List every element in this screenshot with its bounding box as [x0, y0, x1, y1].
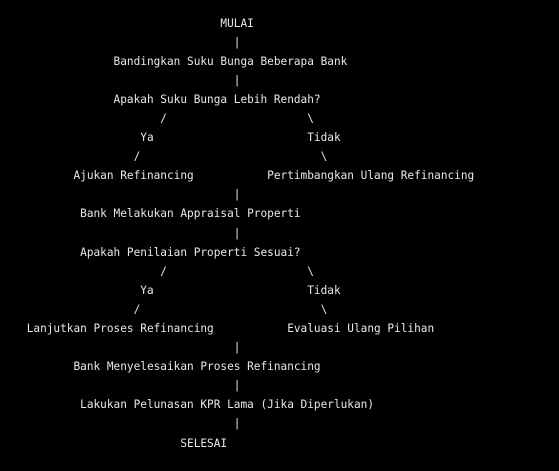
decision-appraisal-match: Apakah Penilaian Properti Sesuai?: [0, 245, 301, 259]
connector-line: |: [0, 188, 241, 202]
node-start: MULAI: [0, 16, 254, 30]
branch-lines: / \: [0, 150, 328, 164]
node-bank-appraisal: Bank Melakukan Appraisal Properti: [0, 207, 301, 221]
branch-labels: Ya Tidak: [0, 131, 341, 145]
connector-line: |: [0, 73, 241, 87]
node-compare-rates: Bandingkan Suku Bunga Beberapa Bank: [0, 54, 348, 68]
connector-line: |: [0, 226, 241, 240]
branch-lines: / \: [0, 302, 328, 316]
ascii-flowchart: MULAI | Bandingkan Suku Bunga Beberapa B…: [0, 14, 475, 453]
connector-line: |: [0, 341, 241, 355]
branch-lines: / \: [0, 111, 314, 125]
branch-labels: Ya Tidak: [0, 283, 341, 297]
node-bank-completes: Bank Menyelesaikan Proses Refinancing: [0, 360, 321, 374]
outcome-nodes-refinancing: Ajukan Refinancing Pertimbangkan Ulang R…: [0, 169, 475, 183]
branch-lines: / \: [0, 264, 314, 278]
node-pay-off-old-kpr: Lakukan Pelunasan KPR Lama (Jika Diperlu…: [0, 398, 375, 412]
connector-line: |: [0, 35, 241, 49]
outcome-nodes-process: Lanjutkan Proses Refinancing Evaluasi Ul…: [0, 322, 435, 335]
connector-line: |: [0, 379, 241, 393]
node-end: SELESAI: [0, 436, 228, 450]
connector-line: |: [0, 417, 241, 431]
decision-lower-rate: Apakah Suku Bunga Lebih Rendah?: [0, 92, 321, 106]
